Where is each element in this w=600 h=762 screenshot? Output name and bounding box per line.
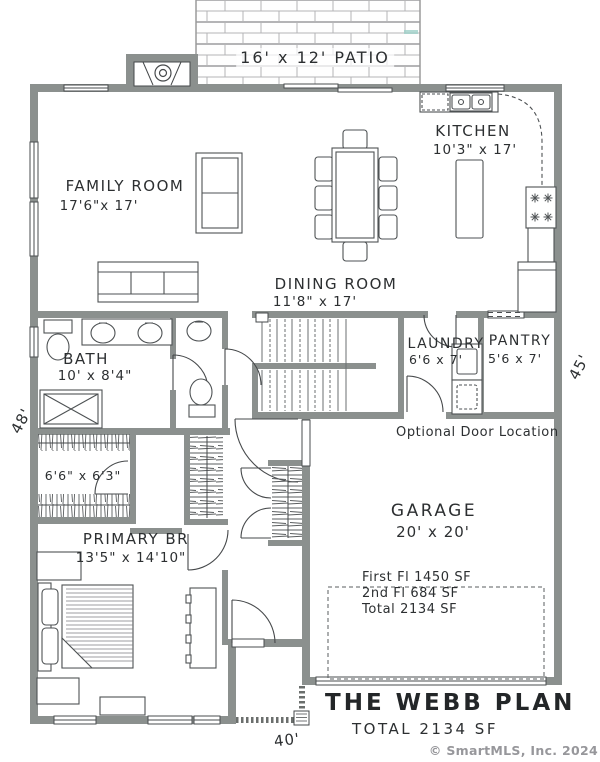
interior-walls [30,311,558,645]
nightstand [36,677,80,705]
area-second-floor: 2nd Fl 684 SF [362,586,459,601]
watermark: © SmartMLS, Inc. 2024 [428,743,598,758]
dimension-bottom: 40' [272,729,302,751]
toilet-bowl [189,378,213,406]
primary-br-door-swing [187,529,229,571]
dining-table [331,147,379,243]
garage-entry-opening [301,419,311,467]
sink [90,322,116,344]
front-door-swing [231,599,276,644]
walk-in-closet-dims: 6'6" x 6'3" [44,468,122,483]
bath-fixtures [39,318,216,429]
closet-double-door [240,507,272,539]
nightstand [36,551,82,581]
dining-set [314,129,398,262]
closet-double-door [240,467,272,499]
optional-door-note: Optional Door Location [396,425,559,440]
area-total: Total 2134 SF [362,602,458,617]
pantry-label: PANTRY [488,333,552,349]
laundry-dims: 6'6 x 7' [408,352,464,367]
shower [39,389,103,429]
bedroom-furniture [36,551,217,716]
sink [137,322,163,344]
pillow [41,588,59,626]
bath-label: BATH [63,350,109,368]
blanket-stripes [66,588,133,662]
primary-br-dims: 13'5" x 14'10" [75,550,187,566]
kitchen-dims: 10'3" x 17' [432,142,518,158]
chair [342,241,368,262]
porch-outline [236,686,310,726]
area-first-floor: First Fl 1450 SF [362,570,472,585]
family-room-label: FAMILY ROOM [65,177,185,195]
door-swings [94,314,457,644]
laundry-label: LAUNDRY [407,336,485,352]
kitchen-sink [449,92,493,112]
sliding-door-panel [283,83,339,89]
closet-hanging-rods [38,434,302,538]
plan-title: THE WEBB PLAN [325,690,576,716]
patio-bricks [195,0,421,88]
kitchen-label: KITCHEN [435,122,511,140]
dining-room-dims: 11'8" x 17' [272,294,358,310]
primary-br-label: PRIMARY BR [82,530,190,548]
chair [314,214,334,240]
laundry-appliances [451,343,483,415]
teal-mark [404,30,418,34]
sliding-door-panel [337,87,393,93]
fireplace [126,54,198,92]
upper-cabinets [497,93,543,185]
dining-room-label: DINING ROOM [274,275,398,293]
family-room-furniture [97,152,243,303]
front-door-opening [231,638,265,648]
garage-label: GARAGE [390,501,478,521]
sink [186,320,212,342]
blanket-fold [61,636,94,669]
toilet-tank [43,319,73,334]
counter [527,227,555,263]
dresser [189,587,217,669]
pantry-dims: 5'6 x 7' [487,351,543,366]
chair [314,156,334,182]
porch-post [293,710,310,726]
chair [378,156,398,182]
chair [314,185,334,211]
bench [99,696,146,716]
sofa [97,261,199,303]
toilet-bowl [46,333,70,361]
kitchen-fixtures [419,91,557,313]
burners [530,193,553,222]
pillow [41,627,59,665]
plan-total-sf: TOTAL 2134 SF [352,720,498,738]
second-floor-outline [327,586,545,680]
windows [29,83,547,725]
patio-label: 16' x 12' PATIO [236,48,394,67]
chair [378,214,398,240]
garage-dims: 20' x 20' [396,523,470,541]
stove [525,186,557,229]
chair [378,185,398,211]
kitchen-island [455,159,484,239]
dishwasher [421,93,449,111]
chair [342,129,368,150]
stairs [255,312,347,411]
optional-door-opening [487,310,525,319]
family-room-dims: 17'6"x 17' [59,198,139,214]
bath-dims: 10' x 8'4" [57,368,133,384]
toilet-tank [188,404,216,418]
